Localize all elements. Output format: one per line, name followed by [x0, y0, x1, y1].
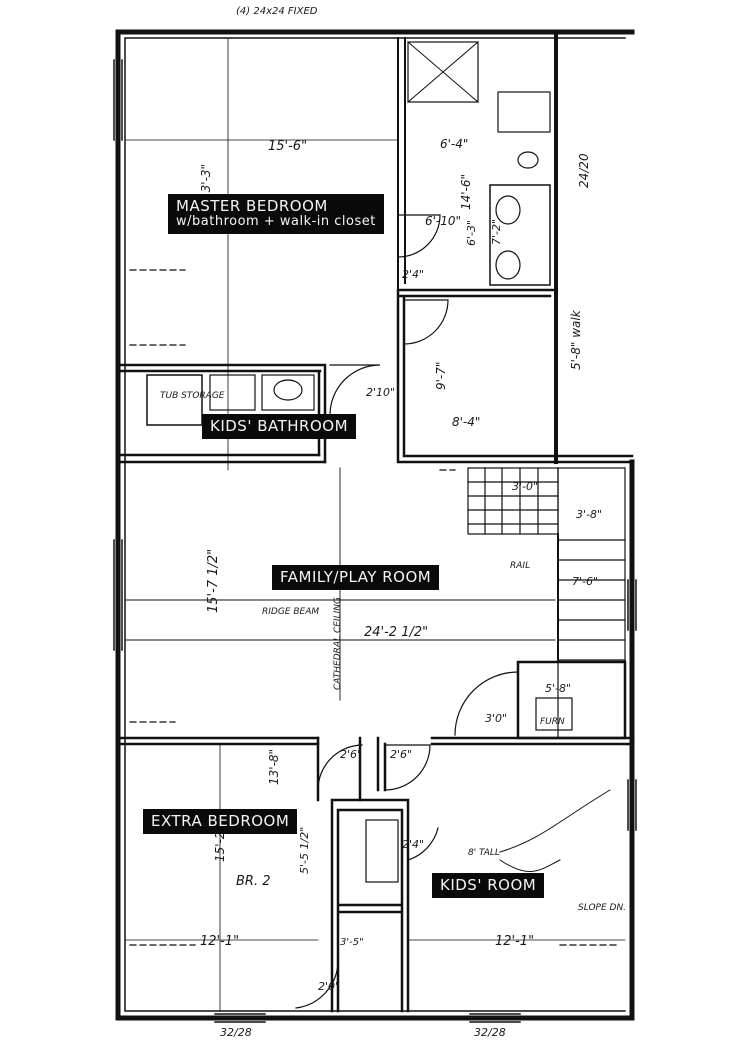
tall-note: 8' TALL	[468, 848, 500, 858]
label-kids-room: KIDS' ROOM	[432, 873, 545, 899]
door-2-10: 2'10"	[366, 386, 395, 399]
stair-dim-3: 7'-6"	[572, 575, 598, 588]
stairs	[467, 467, 626, 739]
dim-kids-width: 12'-1"	[495, 934, 534, 949]
dim-extra: 5'-5 1/2"	[298, 827, 311, 874]
door-swing-kids-closet	[407, 814, 439, 861]
door-2-6-a: 2'6"	[340, 748, 362, 761]
door-swing-master	[397, 214, 441, 258]
door-swing-closet-extra	[295, 959, 339, 1009]
master-sink-2	[495, 250, 521, 280]
furnace	[535, 697, 573, 731]
door-2-6-b: 2'6"	[390, 748, 412, 761]
door-swing-furnace	[454, 671, 519, 736]
furn-dim: 5'-8"	[545, 682, 571, 695]
dim-extra-depth: 13'-8"	[267, 749, 281, 785]
closet-block	[330, 798, 410, 1013]
extra-bedroom-title: EXTRA BEDROOM	[151, 812, 290, 830]
toilet	[517, 151, 539, 169]
master-bedroom-subtitle: w/bathroom + walk-in closet	[176, 214, 376, 230]
label-extra-bedroom: EXTRA BEDROOM	[143, 809, 298, 835]
window-bottom-2: 32/28	[474, 1026, 506, 1039]
kids-room-title: KIDS' ROOM	[440, 876, 537, 894]
label-family-play-room: FAMILY/PLAY ROOM	[272, 565, 440, 591]
furnace-label: FURN	[540, 717, 565, 727]
label-kids-bathroom: KIDS' BATHROOM	[202, 414, 357, 440]
master-east-wall	[397, 37, 406, 291]
kids-bath-south-wall	[116, 453, 327, 464]
dim-extra-depth-2: 15'-2"	[213, 826, 227, 862]
toilet-box	[209, 374, 256, 411]
dim-master-width: 15'-6"	[268, 139, 307, 154]
closet-small: 3'-5"	[340, 937, 364, 948]
rail-label: RAIL	[510, 561, 530, 571]
door-2-4: 2'4"	[402, 268, 424, 281]
dim-lines	[124, 37, 626, 1012]
wc-box	[497, 91, 551, 133]
ceiling-label: CATHEDRAL CEILING	[333, 597, 343, 690]
door-2-0: 2'0"	[318, 980, 340, 993]
tub	[146, 374, 203, 426]
kids-room-sketch	[499, 789, 611, 873]
br2-label: BR. 2	[236, 874, 271, 889]
window-east	[627, 579, 637, 831]
outer-wall	[115, 29, 635, 1021]
kids-bathroom-title: KIDS' BATHROOM	[210, 417, 349, 435]
door-swing-kids	[384, 744, 431, 791]
stair-dim-1: 3'-0"	[512, 480, 538, 493]
door-swing-kids-bath	[329, 364, 381, 416]
dim-closet-3: 7'-2"	[490, 219, 503, 245]
master-vanity	[489, 184, 551, 286]
dim-closet-2: 6'-3"	[465, 220, 478, 246]
window-bottom-1: 32/28	[220, 1026, 252, 1039]
bedroom-north-wall	[116, 736, 634, 746]
door-swing-extra	[317, 744, 363, 791]
dim-bath: 6'-4"	[440, 137, 468, 151]
shower-x	[407, 41, 479, 103]
door-2-4-b: 2'4"	[402, 838, 424, 851]
closet-walls	[396, 288, 634, 464]
family-play-room-title: FAMILY/PLAY ROOM	[280, 568, 432, 586]
window-west-family	[113, 539, 123, 651]
dim-master-depth: 13'-3"	[199, 164, 213, 200]
dim-closet-width: 9'-7"	[434, 362, 448, 390]
outer-wall-inner	[124, 37, 626, 1012]
note-top: (4) 24x24 FIXED	[236, 6, 318, 17]
label-master-bedroom: MASTER BEDROOM w/bathroom + walk-in clos…	[168, 194, 384, 235]
window-south	[214, 1013, 521, 1023]
dim-extra-width: 12'-1"	[200, 934, 239, 949]
stair-dim-2: 3'-8"	[576, 508, 602, 521]
master-south-wall	[116, 363, 327, 464]
door-swing-closet	[403, 299, 449, 345]
walk-label: 5'-8" walk	[569, 309, 583, 370]
door-3-0: 3'0"	[485, 712, 507, 725]
dim-closet: 6'-10"	[425, 214, 461, 228]
vanity	[261, 374, 315, 411]
master-bedroom-title: MASTER BEDROOM	[176, 197, 328, 215]
closet-inner	[365, 819, 399, 883]
slope-note: SLOPE DN.	[578, 903, 626, 913]
dim-bath-height: 14'-6"	[459, 174, 473, 210]
slope-lines	[129, 269, 621, 946]
master-sink-1	[495, 195, 521, 225]
vanity-sink	[273, 379, 303, 401]
dim-family-depth: 15'-7 1/2"	[206, 549, 221, 613]
dim-family-width: 24'-2 1/2"	[364, 625, 428, 640]
tub-label: TUB STORAGE	[160, 391, 225, 401]
window-west-master	[113, 59, 123, 141]
dim-closet-len: 8'-4"	[452, 415, 480, 429]
ridge-beam-label: RIDGE BEAM	[262, 607, 319, 617]
window-side-label: 24/20	[577, 153, 591, 188]
shower	[407, 41, 479, 103]
